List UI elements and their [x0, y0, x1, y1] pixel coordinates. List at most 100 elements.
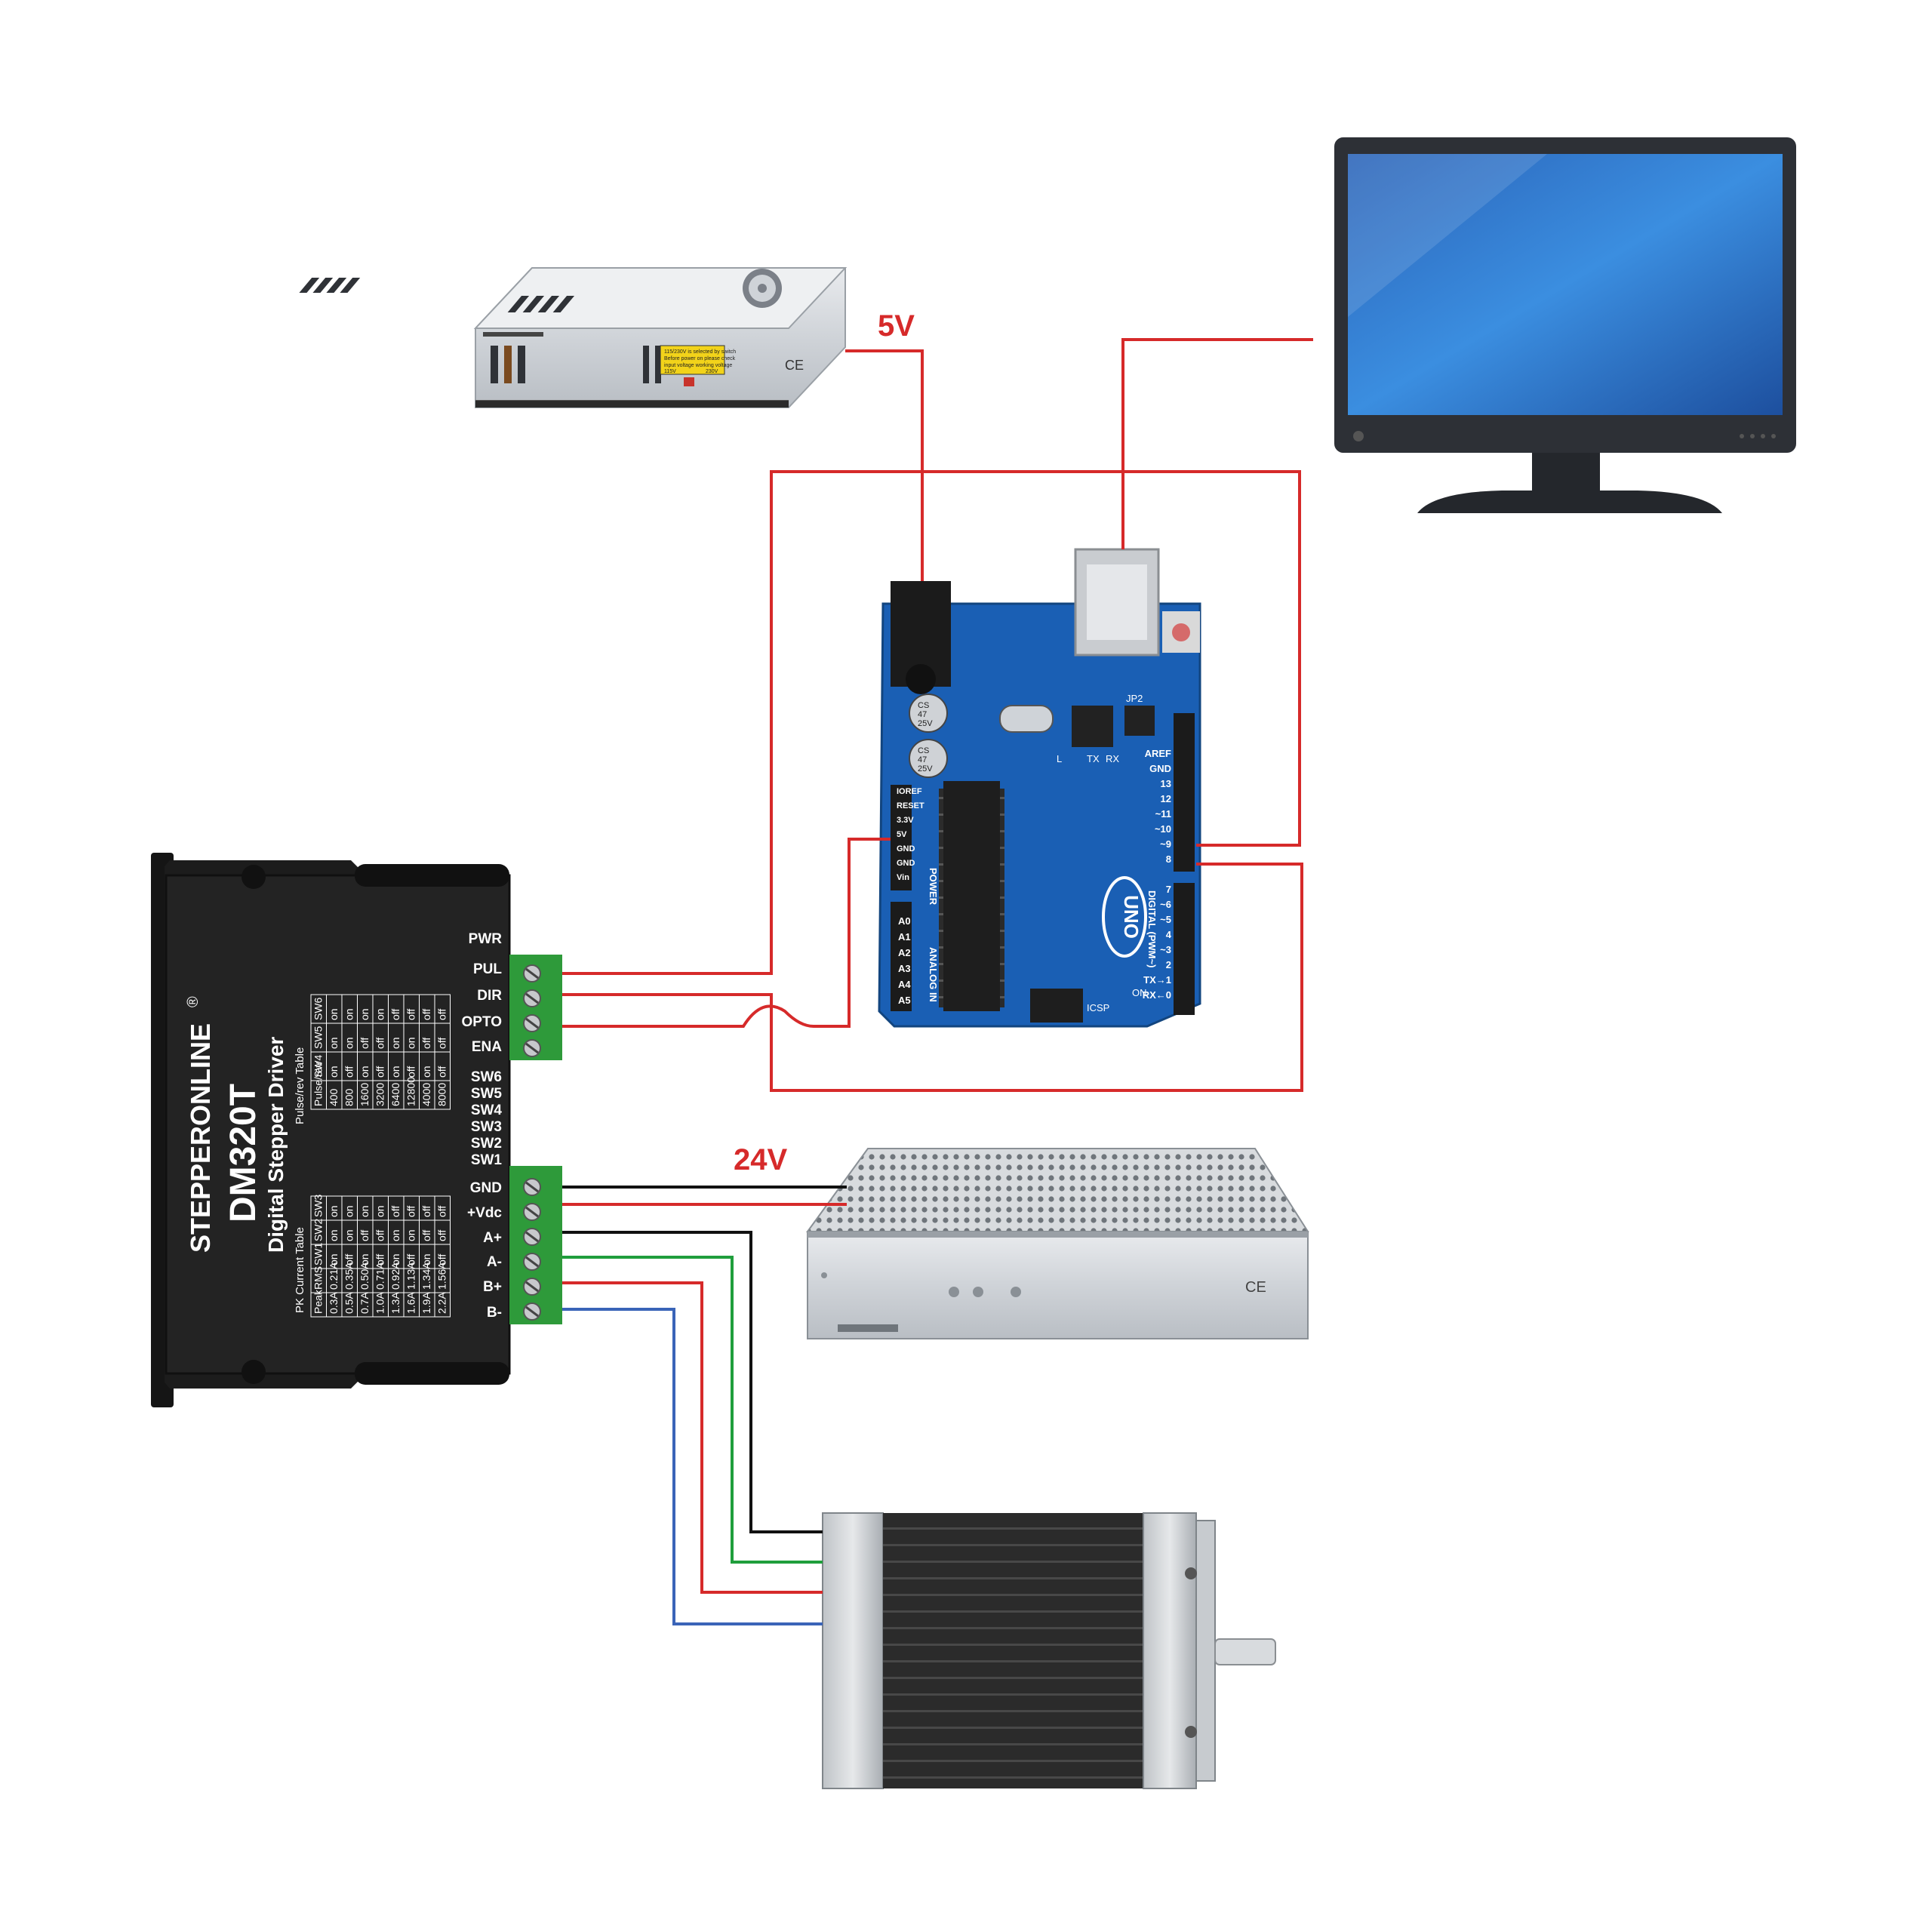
- table-value: on: [328, 1066, 340, 1078]
- power-header: [891, 785, 912, 890]
- table-value: on: [358, 1008, 371, 1020]
- table-value: off: [435, 1230, 448, 1241]
- table-header: SW1: [312, 1242, 324, 1266]
- table-header: Pulse/rev: [312, 1063, 324, 1106]
- power-pin-ioref: IOREF: [897, 787, 922, 796]
- table-value: on: [328, 1037, 340, 1049]
- table-value: on: [389, 1229, 401, 1241]
- screw-slot: [525, 1181, 539, 1193]
- table-value: off: [389, 1206, 401, 1217]
- label-24v: 24V: [734, 1143, 787, 1176]
- table-value: off: [435, 1009, 448, 1020]
- screw-slot: [525, 967, 539, 980]
- table-value: on: [343, 1205, 355, 1217]
- analog-pin-a4: A4: [898, 979, 911, 990]
- table-header: SW5: [312, 1026, 324, 1049]
- monitor-screen: [1348, 154, 1783, 415]
- analog-header: [891, 902, 912, 1011]
- table-value: on: [328, 1253, 340, 1266]
- table-value: 4000: [420, 1083, 432, 1106]
- arduino-uno-board: CS 47 25V CS 47 25V JP2 TX RX L ON ICSP …: [878, 548, 1201, 1028]
- pk-current-table: PeakRMSSW1SW2SW30.3A0.21Aononon0.5A0.35A…: [310, 1194, 451, 1318]
- pulse-table-title: Pulse/rev Table: [294, 1047, 306, 1124]
- terminal-label-dir: DIR: [477, 988, 502, 1004]
- power-pin-3.3v: 3.3V: [897, 816, 914, 825]
- pulse-rev-table: Pulse/revSW4SW5SW6400ononon800offonon160…: [310, 994, 451, 1110]
- analog-pin-a0: A0: [898, 915, 911, 927]
- power-supply-24v: CE: [806, 1148, 1309, 1339]
- table-value: on: [374, 1008, 386, 1020]
- uno-logo-text: UNO: [1120, 895, 1143, 939]
- icsp-label: ICSP: [1087, 1002, 1109, 1013]
- crystal: [999, 705, 1054, 733]
- cap2-text-c: 25V: [918, 764, 933, 773]
- voltage-switch: [684, 377, 694, 386]
- digital-pin-12: 12: [1161, 793, 1171, 804]
- table-value: 800: [343, 1088, 355, 1106]
- wire-opto-to-5v: [562, 838, 891, 1028]
- table-value: off: [435, 1206, 448, 1217]
- table-value: off: [374, 1230, 386, 1241]
- cap1-text-c: 25V: [918, 719, 933, 728]
- digital-pin-rx0: RX←0: [1143, 989, 1171, 1001]
- led-l-label: L: [1057, 753, 1062, 764]
- digital-pin-4: 4: [1166, 929, 1172, 940]
- terminal-label-gnd: GND: [470, 1180, 502, 1196]
- digital-header-label: DIGITAL (PWM~): [1146, 890, 1158, 967]
- switch-label-sw4: SW4: [471, 1103, 503, 1118]
- table-value: on: [389, 1066, 401, 1078]
- warning-line-2: Before power on please check: [664, 356, 736, 361]
- screw-slot: [525, 1256, 539, 1268]
- table-value: off: [420, 1206, 432, 1217]
- digital-header-top: [1174, 713, 1195, 872]
- analog-pin-a5: A5: [898, 995, 911, 1006]
- power-led-icon: [1353, 431, 1364, 441]
- uno-logo-ring: [1102, 876, 1147, 958]
- analog-pin-a1: A1: [898, 931, 911, 943]
- table-value: 1.3A: [389, 1292, 401, 1314]
- digital-pin-7: 7: [1166, 884, 1171, 895]
- table-value: off: [420, 1230, 432, 1241]
- ce-mark-large: CE: [1245, 1279, 1266, 1296]
- capacitor-2: [909, 739, 948, 778]
- led-on-label: ON: [1132, 987, 1147, 998]
- digital-pin-13: 13: [1161, 778, 1171, 789]
- digital-pin-gnd: GND: [1149, 763, 1171, 774]
- table-value: on: [343, 1229, 355, 1241]
- power-supply-5v: 115/230V is selected by switch Before po…: [299, 267, 848, 408]
- stepper-driver-dm320t: STEPPERONLINE ® DM320T Digital Stepper D…: [151, 853, 562, 1407]
- wire-a-minus: [562, 1256, 823, 1564]
- terminal-label-aminus: A-: [487, 1254, 502, 1270]
- table-header: Peak: [312, 1289, 324, 1314]
- digital-pin-pwm9: ~9: [1160, 838, 1171, 850]
- warning-line-1: 115/230V is selected by switch: [664, 349, 736, 355]
- driver-brand: STEPPERONLINE: [185, 1023, 216, 1253]
- digital-pin-pwm6: ~6: [1160, 899, 1171, 910]
- jp2-header: [1124, 706, 1155, 736]
- power-pin-5v: 5V: [897, 830, 907, 839]
- motor-shaft: [1214, 1638, 1276, 1665]
- digital-pin-aref: AREF: [1145, 748, 1171, 759]
- screw-slot: [525, 992, 539, 1004]
- cap1-text-b: 47: [918, 710, 927, 719]
- switch-label-115: 115V: [664, 369, 676, 374]
- terminal-label-bminus: B-: [487, 1305, 502, 1321]
- computer-monitor: [1334, 137, 1796, 513]
- led-rx-label: RX: [1106, 753, 1119, 764]
- table-value: 8000: [435, 1083, 448, 1106]
- wire-b-minus: [562, 1308, 823, 1625]
- digital-pin-2: 2: [1166, 959, 1171, 970]
- switch-label-sw5: SW5: [471, 1086, 503, 1102]
- table-value: off: [374, 1254, 386, 1266]
- table-value: 0.5A: [343, 1292, 355, 1314]
- screw-slot: [525, 1017, 539, 1029]
- warning-label: [660, 345, 725, 375]
- driver-subtitle: Digital Stepper Driver: [264, 1037, 288, 1253]
- power-terminal-screws: [523, 1178, 541, 1321]
- table-value: on: [420, 1066, 432, 1078]
- table-value: on: [420, 1253, 432, 1266]
